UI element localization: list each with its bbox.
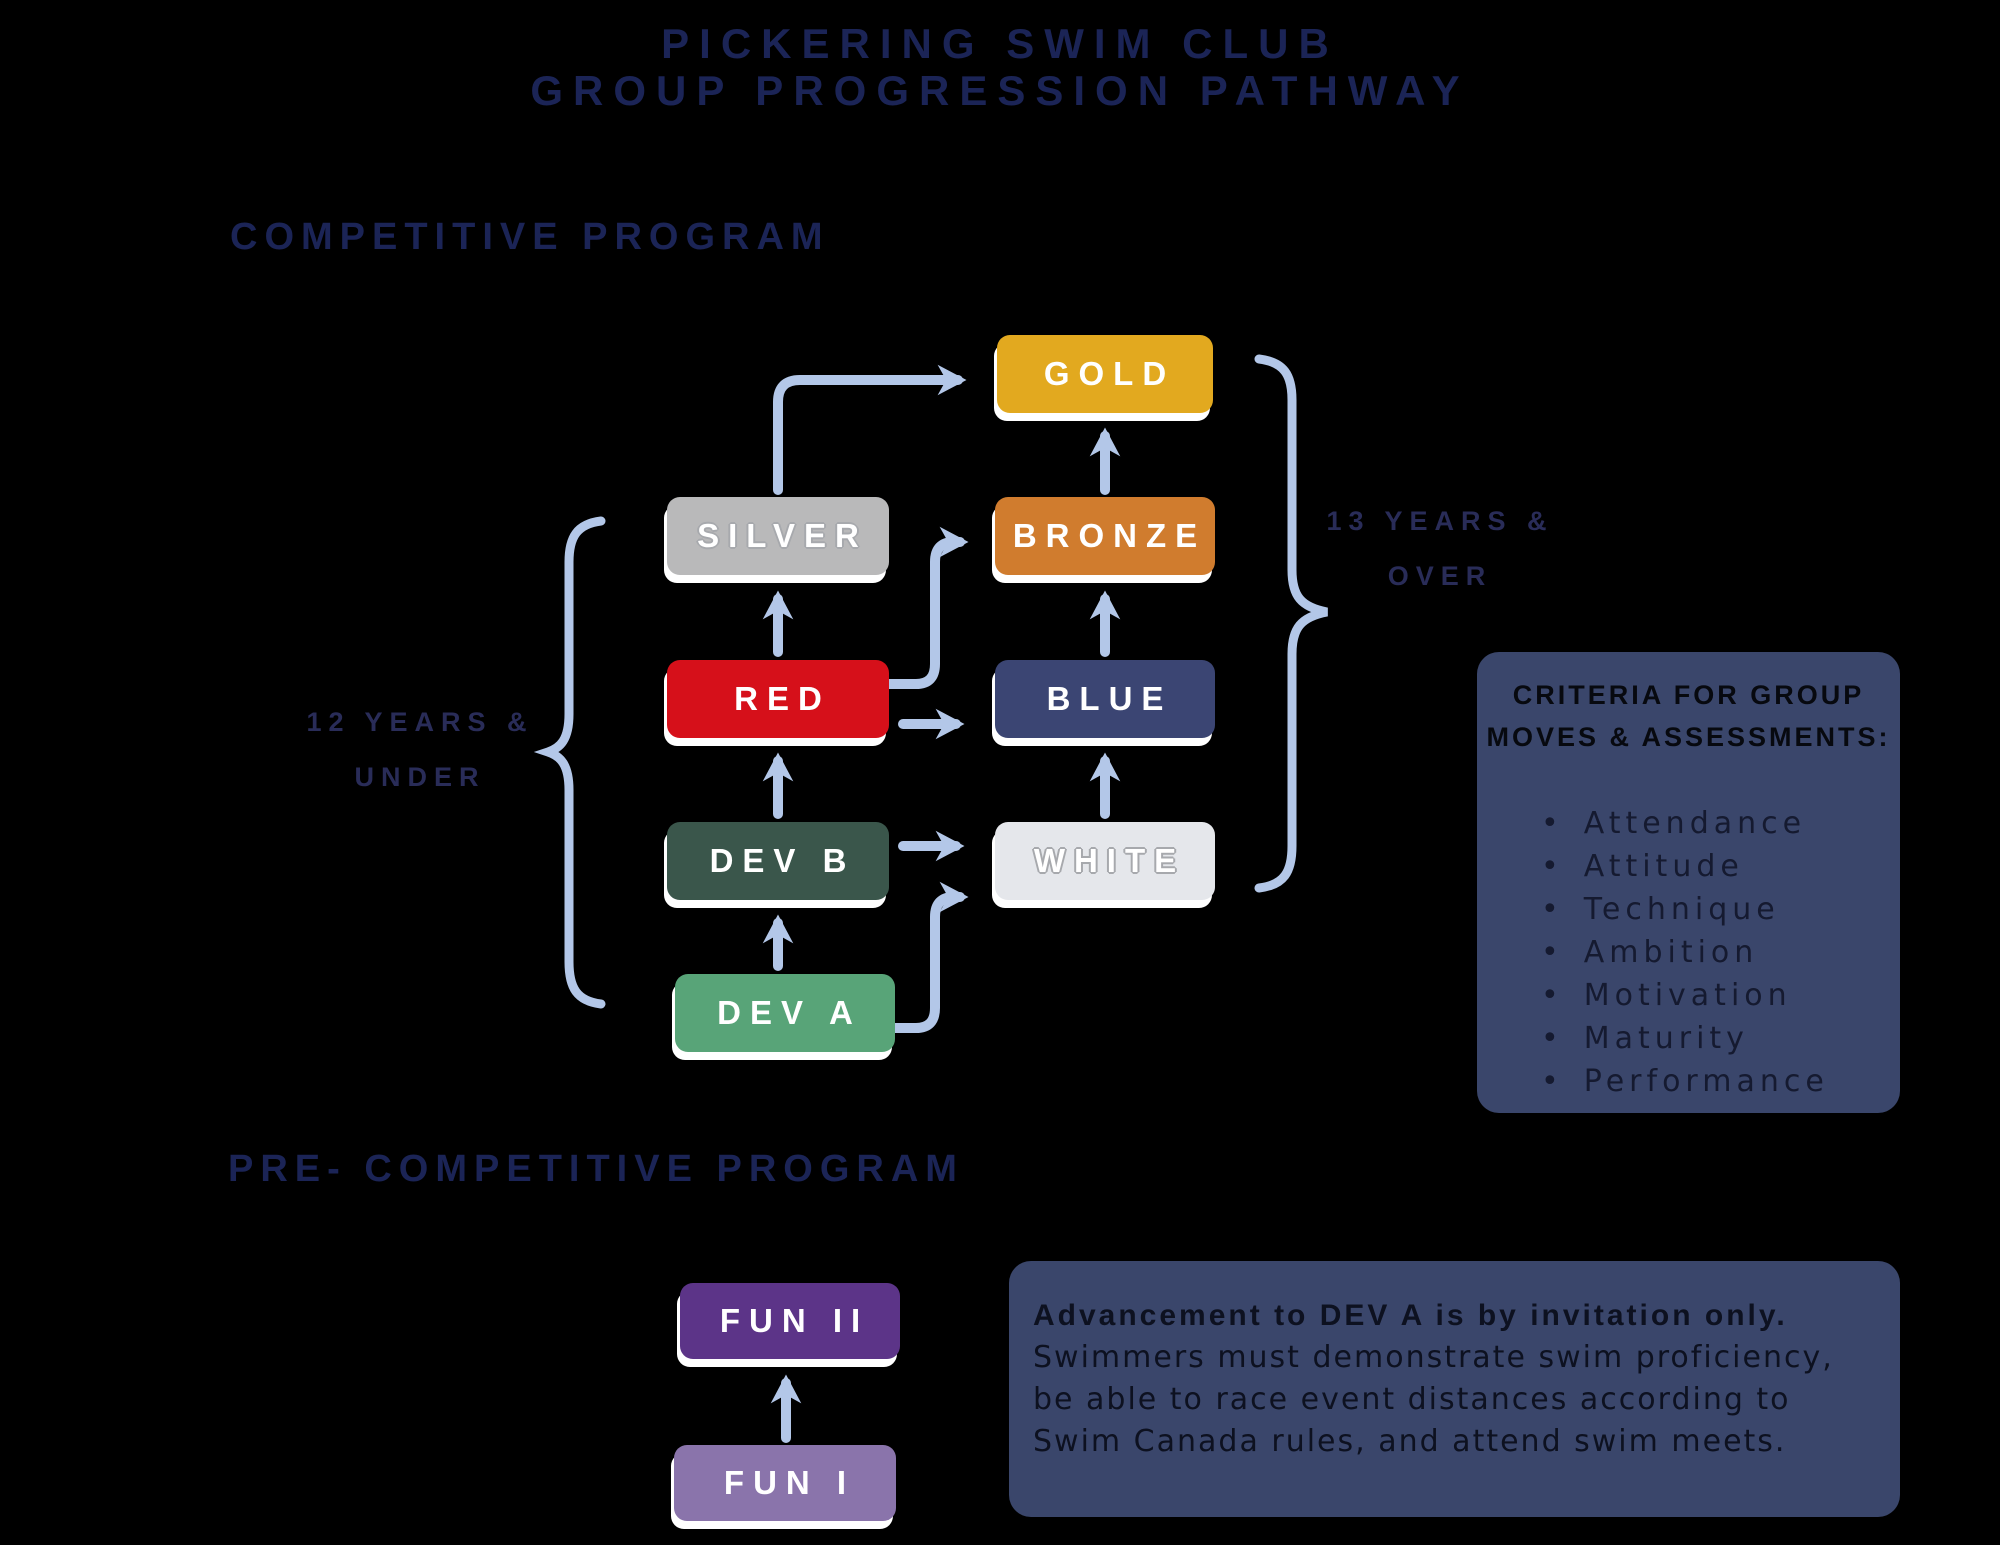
page-title-line2: GROUP PROGRESSION PATHWAY (530, 67, 1470, 114)
advancement-note-line4: Swim Canada rules, and attend swim meets… (1033, 1424, 1787, 1459)
pre-competitive-program-heading: PRE- COMPETITIVE PROGRAM (228, 1148, 964, 1190)
competitive-program-heading: COMPETITIVE PROGRAM (230, 216, 830, 258)
arrow-deva-to-white (890, 881, 969, 1033)
group-label-gold: GOLD (1043, 355, 1176, 392)
brace-right-13-and-over (1254, 354, 1328, 893)
group-box-gold: GOLD (997, 335, 1213, 413)
group-label-blue: BLUE (1046, 680, 1173, 717)
group-label-fun-ii: FUN II (719, 1302, 870, 1339)
advancement-note-line2: Swimmers must demonstrate swim proficien… (1033, 1340, 1834, 1375)
group-label-fun-i: FUN I (723, 1464, 856, 1501)
criteria-panel: CRITERIA FOR GROUP MOVES & ASSESSMENTS: … (1477, 652, 1900, 1113)
age-label-13-and-over: 13 YEARS & OVER (1320, 494, 1560, 604)
advancement-note-text: Advancement to DEV A is by invitation on… (1033, 1295, 1900, 1463)
group-label-dev-a: DEV A (717, 994, 862, 1031)
age-right-line2: OVER (1387, 561, 1493, 591)
age-left-line1: 12 YEARS & (306, 707, 534, 737)
criteria-title-line1: CRITERIA FOR GROUP (1512, 680, 1865, 710)
age-left-line2: UNDER (354, 762, 486, 792)
criteria-item: Attitude (1541, 845, 1900, 888)
criteria-item: Maturity (1541, 1017, 1900, 1060)
group-box-dev-b: DEV B (667, 822, 889, 900)
group-box-white: WHITE (995, 822, 1215, 900)
page-title-line1: PICKERING SWIM CLUB (661, 20, 1339, 67)
criteria-item: Technique (1541, 888, 1900, 931)
group-box-fun-i: FUN I (674, 1445, 896, 1521)
criteria-panel-title: CRITERIA FOR GROUP MOVES & ASSESSMENTS: (1477, 674, 1900, 758)
advancement-note-line3: be able to race event distances accordin… (1033, 1382, 1791, 1417)
group-box-red: RED (667, 660, 889, 738)
criteria-item: Motivation (1541, 974, 1900, 1017)
group-box-blue: BLUE (995, 660, 1215, 738)
criteria-item: Performance (1541, 1060, 1900, 1103)
criteria-title-line2: MOVES & ASSESSMENTS: (1486, 722, 1891, 752)
page-title: PICKERING SWIM CLUB GROUP PROGRESSION PA… (0, 20, 2000, 114)
arrow-silver-to-gold (773, 364, 967, 495)
arrow-red-to-bronze (884, 526, 969, 689)
criteria-item: Attendance (1541, 802, 1900, 845)
group-box-dev-a: DEV A (675, 974, 895, 1052)
advancement-note-panel: Advancement to DEV A is by invitation on… (1009, 1261, 1900, 1517)
criteria-list: Attendance Attitude Technique Ambition M… (1541, 802, 1900, 1103)
criteria-item: Ambition (1541, 931, 1900, 974)
group-box-bronze: BRONZE (995, 497, 1215, 575)
group-label-red: RED (734, 680, 831, 717)
advancement-note-line1: Advancement to DEV A is by invitation on… (1033, 1299, 1788, 1332)
age-right-line1: 13 YEARS & (1326, 506, 1554, 536)
group-box-silver: SILVER (667, 497, 889, 575)
group-label-white: WHITE (1033, 842, 1186, 879)
group-box-fun-ii: FUN II (680, 1283, 900, 1359)
age-label-12-and-under: 12 YEARS & UNDER (295, 695, 545, 805)
group-label-dev-b: DEV B (709, 842, 856, 879)
group-label-silver: SILVER (697, 517, 868, 554)
group-label-bronze: BRONZE (1012, 517, 1207, 554)
brace-left-12-and-under (533, 516, 606, 1009)
